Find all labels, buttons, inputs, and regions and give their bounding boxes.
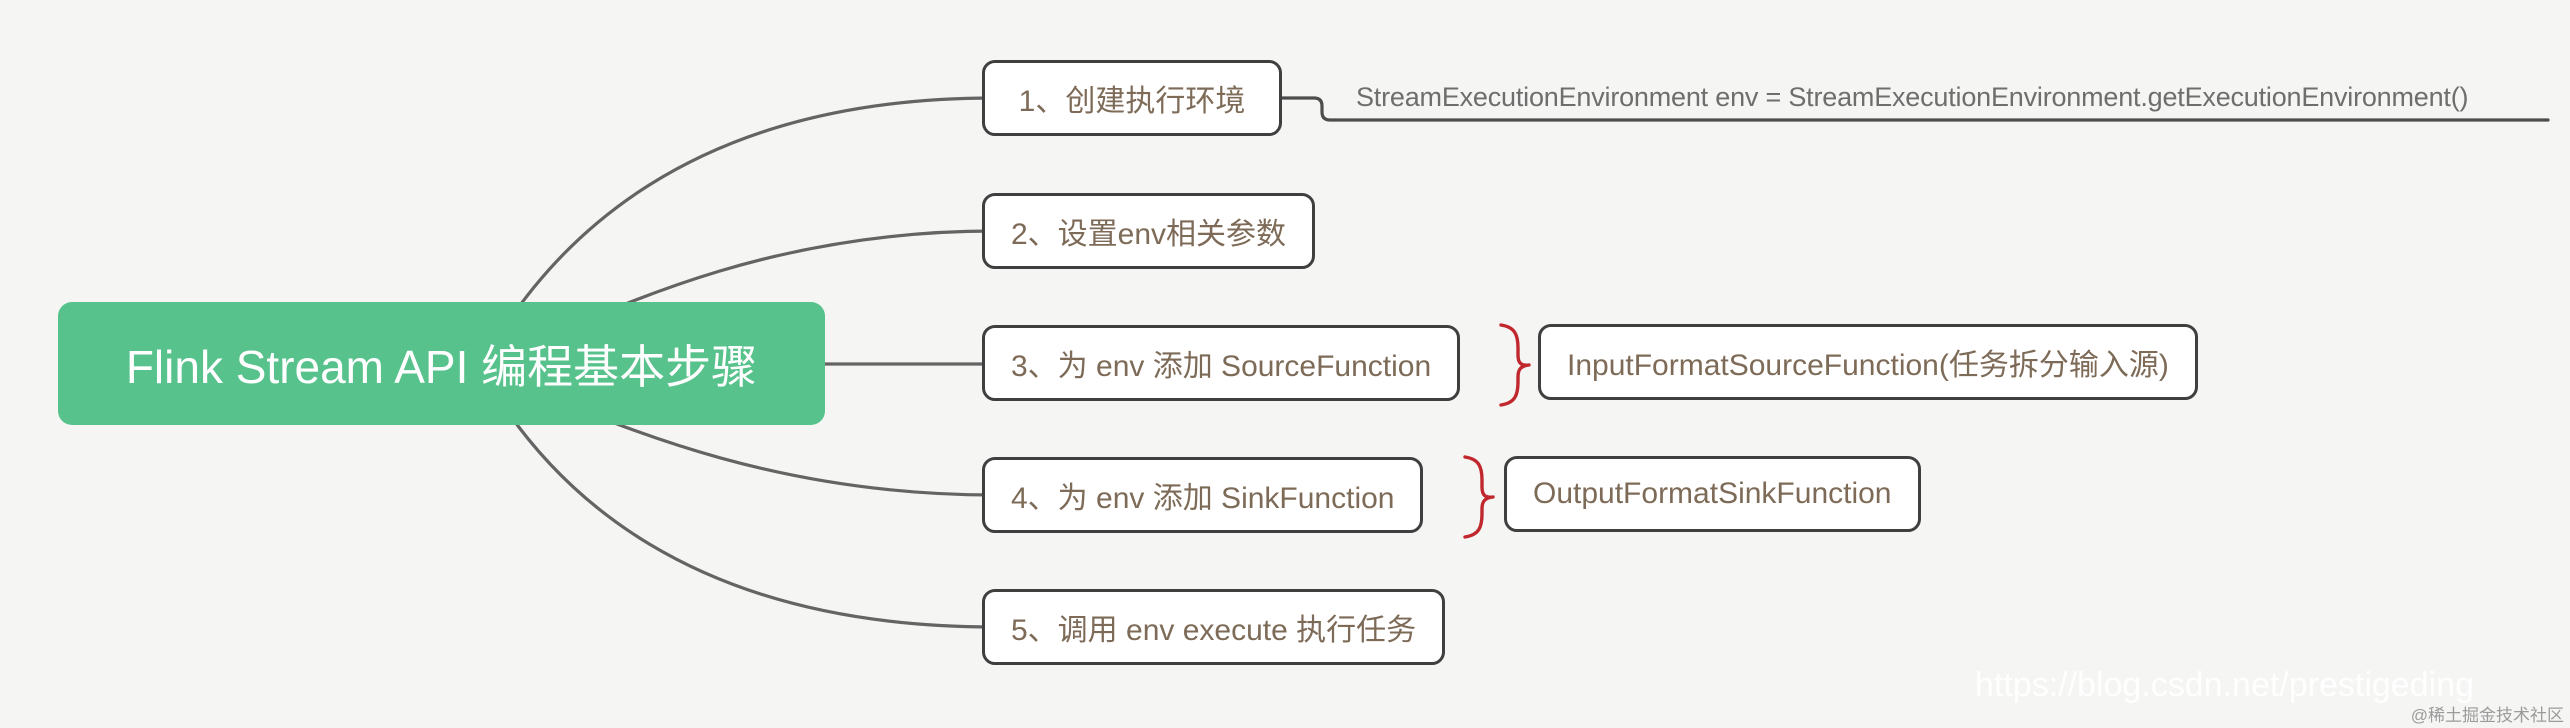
csdn-url-watermark: https://blog.csdn.net/prestigeding (1975, 666, 2474, 704)
child-node-source-function-label: InputFormatSourceFunction(任务拆分输入源) (1567, 349, 2169, 382)
child-node-sink-function[interactable]: OutputFormatSinkFunction (1504, 456, 1921, 532)
root-node[interactable]: Flink Stream API 编程基本步骤 (58, 302, 825, 425)
curly-brace-icon (1499, 323, 1531, 407)
child-node-source-function[interactable]: InputFormatSourceFunction(任务拆分输入源) (1538, 324, 2198, 400)
branch-node-2-label: 2、设置env相关参数 (1011, 218, 1287, 251)
branch-node-5[interactable]: 5、调用 env execute 执行任务 (982, 589, 1446, 665)
root-node-label: Flink Stream API 编程基本步骤 (125, 340, 758, 393)
branch-node-2[interactable]: 2、设置env相关参数 (982, 193, 1316, 269)
curly-brace-icon (1463, 455, 1495, 539)
branch-node-1-label: 1、创建执行环境 (1018, 85, 1246, 118)
branch-node-3-label: 3、为 env 添加 SourceFunction (1011, 350, 1432, 383)
branch-node-4-label: 4、为 env 添加 SinkFunction (1011, 482, 1395, 515)
edge-annotation-underline (1260, 96, 2550, 122)
juejin-badge-watermark: @稀土掘金技术社区 (2410, 706, 2564, 725)
branch-node-3[interactable]: 3、为 env 添加 SourceFunction (982, 325, 1461, 401)
branch-node-1[interactable]: 1、创建执行环境 (982, 60, 1282, 136)
branch-node-5-label: 5、调用 env execute 执行任务 (1011, 614, 1417, 647)
branch-node-4[interactable]: 4、为 env 添加 SinkFunction (982, 457, 1424, 533)
child-node-sink-function-label: OutputFormatSinkFunction (1533, 477, 1892, 510)
branch-1-code-annotation: StreamExecutionEnvironment env = StreamE… (1356, 82, 2469, 112)
